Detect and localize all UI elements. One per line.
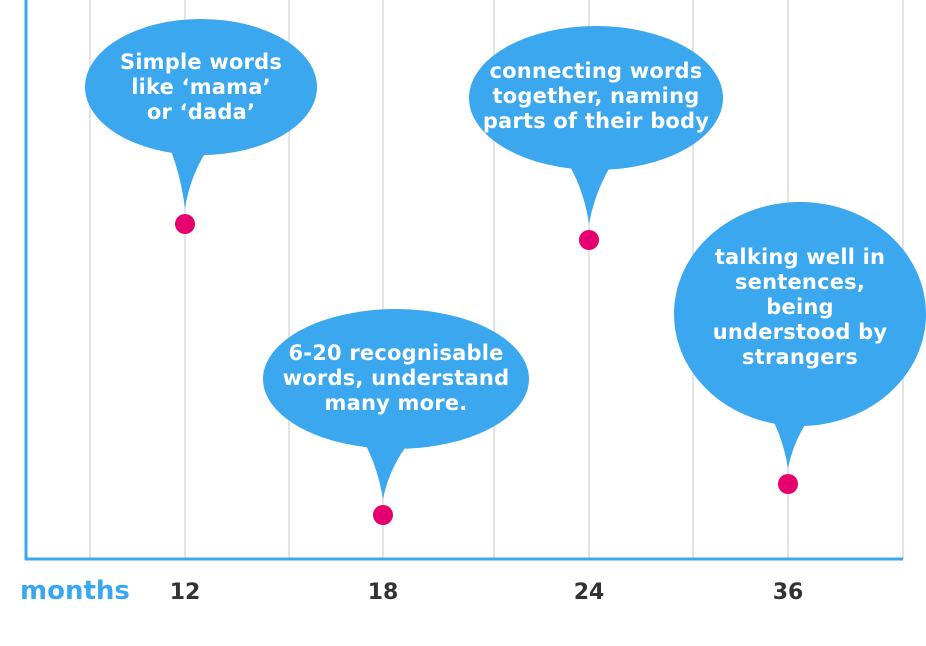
milestone-point-12 — [175, 214, 195, 234]
milestone-point-18 — [373, 505, 393, 525]
bubble-label-18: 6-20 recognisable words, understand many… — [282, 341, 510, 415]
milestone-markers — [175, 214, 798, 525]
axes — [24, 0, 903, 561]
x-tick-label-18: 18 — [367, 580, 399, 605]
x-tick-label-12: 12 — [169, 580, 201, 605]
speech-bubbles — [85, 19, 926, 499]
bubble-label-36: talking well in sentences, being underst… — [712, 245, 888, 369]
x-tick-label-24: 24 — [573, 580, 605, 605]
speech-bubble-12 — [85, 19, 317, 155]
bubble-label-24: connecting words together, naming parts … — [482, 59, 710, 133]
bubble-label-12: Simple words like ‘mama’ or ‘dada’ — [119, 50, 283, 124]
milestone-point-24 — [579, 230, 599, 250]
milestone-point-36 — [778, 474, 798, 494]
x-axis-title: months — [20, 576, 130, 606]
speech-bubble-24 — [469, 26, 723, 170]
speech-bubble-18 — [263, 309, 529, 449]
speech-bubble-36 — [674, 202, 926, 426]
x-tick-label-36: 36 — [772, 580, 804, 605]
